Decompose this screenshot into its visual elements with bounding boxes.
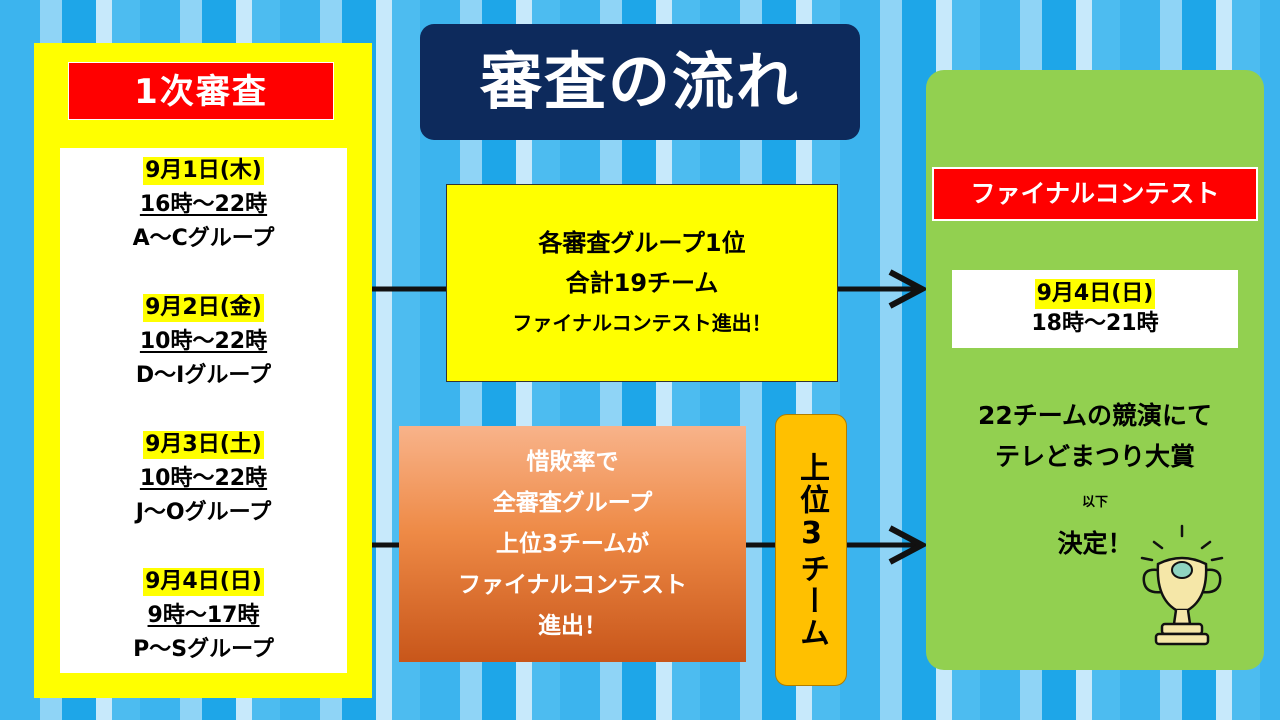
schedule-date: 9月4日(日) [143, 568, 264, 596]
final-text-line-2-small: 以下 [1081, 495, 1108, 510]
wildcard-line-5: 進出！ [538, 612, 607, 639]
final-date-box: 9月4日(日) 18時～21時 [952, 270, 1238, 348]
trophy-icon [1140, 524, 1224, 646]
schedule-date: 9月3日(土) [143, 431, 264, 459]
final-description: 22チームの競演にて テレどまつり大賞以下 決定！ [926, 395, 1264, 564]
wildcard-line-2: 全審査グループ [492, 489, 653, 516]
schedule-groups: J～Oグループ [135, 500, 272, 525]
schedule-box: 9月1日(木) 16時～22時 A～Cグループ 9月2日(金) 10時～22時 … [60, 148, 347, 673]
wildcard-line-1: 惜敗率で [526, 448, 619, 475]
schedule-item: 9月4日(日) 9時～17時 P～Sグループ [60, 565, 347, 667]
page-title: 審査の流れ [420, 24, 860, 140]
schedule-time: 16時～22時 [139, 192, 268, 217]
schedule-groups: A～Cグループ [132, 226, 275, 251]
schedule-groups: D～Iグループ [135, 363, 272, 388]
schedule-time: 9時～17時 [147, 603, 260, 628]
schedule-time: 10時～22時 [139, 466, 268, 491]
schedule-date: 9月2日(金) [143, 294, 264, 322]
wildcard-line-4: ファイナルコンテスト [457, 571, 688, 598]
first-review-header: 1次審査 [68, 62, 334, 120]
top-path-line-1: 各審査グループ1位 [538, 229, 746, 257]
final-contest-header: ファイナルコンテスト [932, 167, 1258, 221]
schedule-item: 9月2日(金) 10時～22時 D～Iグループ [60, 291, 347, 393]
final-text-line-3: 決定！ [1057, 529, 1133, 558]
top-arrow [372, 269, 929, 309]
schedule-time: 10時～22時 [139, 329, 268, 354]
top-path-line-2: 合計19チーム [565, 269, 719, 297]
wildcard-line-3: 上位3チームが [495, 530, 650, 557]
schedule-item: 9月3日(土) 10時～22時 J～Oグループ [60, 428, 347, 530]
final-time: 18時～21時 [1031, 311, 1159, 336]
top-three-badge: 上位3チーム [775, 414, 847, 686]
final-text-line-2: テレどまつり大賞 [994, 442, 1195, 471]
top-path-box: 各審査グループ1位 合計19チーム ファイナルコンテスト進出！ [446, 184, 838, 382]
final-text-line-1: 22チームの競演にて [977, 401, 1213, 430]
final-date: 9月4日(日) [1034, 279, 1156, 309]
schedule-groups: P～Sグループ [133, 637, 274, 662]
schedule-item: 9月1日(木) 16時～22時 A～Cグループ [60, 154, 347, 256]
top-three-label: 上位3チーム [794, 451, 829, 649]
wildcard-path-box: 惜敗率で 全審査グループ 上位3チームが ファイナルコンテスト 進出！ [399, 426, 746, 662]
top-path-line-3: ファイナルコンテスト進出！ [512, 311, 772, 335]
bottom-arrow [372, 525, 929, 565]
schedule-date: 9月1日(木) [143, 157, 264, 185]
